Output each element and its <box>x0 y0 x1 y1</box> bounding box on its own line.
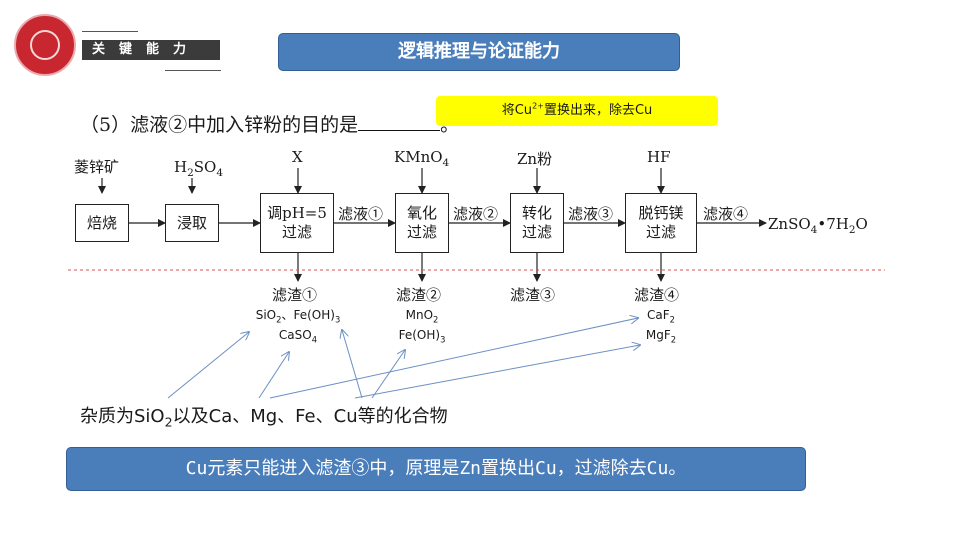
convert-step: 转化过滤 <box>510 193 564 253</box>
oxidize-step: 氧化过滤 <box>395 193 449 253</box>
hf-label: HF <box>647 148 671 166</box>
residue-4-label: 滤渣④ <box>634 286 680 304</box>
decalcify-step: 脱钙镁过滤 <box>625 193 697 253</box>
zinc-powder-label: Zn粉 <box>517 150 553 168</box>
filtrate-1-label: 滤液① <box>338 205 384 223</box>
residue-2-contents: MnO2 Fe(OH)3 <box>398 308 446 345</box>
school-logo <box>14 14 76 76</box>
residue-4-contents: CaF2 MgF2 <box>645 308 677 345</box>
filtrate-2-label: 滤液② <box>453 205 499 223</box>
answer-highlight: 将Cu2+置换出来，除去Cu <box>436 96 718 126</box>
page-title: 逻辑推理与论证能力 <box>278 33 680 71</box>
kmno4-label: KMnO4 <box>394 148 450 169</box>
question-prefix: （5）滤液②中加入锌粉的目的是 <box>80 114 359 136</box>
reagent-x-label: X <box>292 148 303 166</box>
explanation-banner: Cu元素只能进入滤渣③中，原理是Zn置换出Cu，过滤除去Cu。 <box>66 447 806 491</box>
residue-1-contents: SiO2、Fe(OH)3 CaSO4 <box>255 308 341 345</box>
roast-step: 焙烧 <box>75 204 129 242</box>
residue-1-label: 滤渣① <box>272 286 318 304</box>
answer-blank <box>358 112 441 131</box>
residue-3-label: 滤渣③ <box>510 286 556 304</box>
leach-step: 浸取 <box>165 204 219 242</box>
raw-material-label: 菱锌矿 <box>74 158 120 176</box>
residue-2-label: 滤渣② <box>396 286 442 304</box>
filtrate-3-label: 滤液③ <box>568 205 614 223</box>
impurity-statement: 杂质为SiO2以及Ca、Mg、Fe、Cu等的化合物 <box>80 406 448 430</box>
tag-divider-top <box>82 31 138 32</box>
filtrate-4-label: 滤液④ <box>703 205 749 223</box>
sulfuric-acid-label: H2SO4 <box>174 158 224 179</box>
product-label: ZnSO4•7H2O <box>768 215 868 236</box>
section-tag: 关键能力 <box>82 40 220 60</box>
tag-divider-bottom <box>165 70 221 71</box>
